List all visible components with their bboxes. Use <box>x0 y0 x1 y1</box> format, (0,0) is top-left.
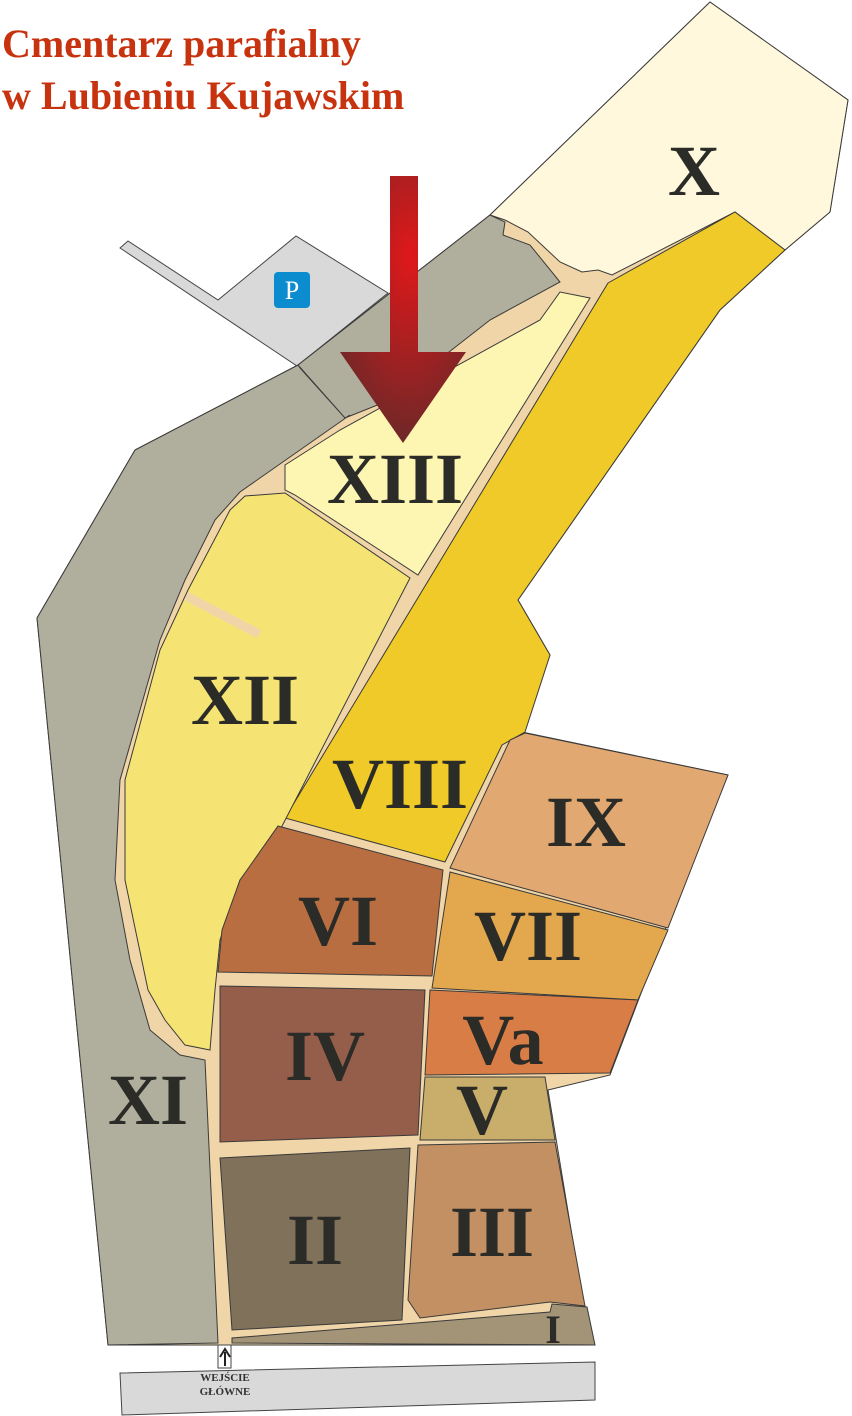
section-VI[interactable] <box>217 825 444 977</box>
road <box>119 1361 596 1416</box>
label-XIII: XIII <box>327 439 463 519</box>
map-title: Cmentarz parafialny w Lubieniu Kujawskim <box>2 18 404 122</box>
label-VII: VII <box>474 896 582 976</box>
section-Va[interactable] <box>424 989 639 1076</box>
label-II: II <box>287 1200 343 1280</box>
path-xii <box>183 592 262 638</box>
section-IV[interactable] <box>219 985 426 1143</box>
label-VIII: VIII <box>332 744 468 824</box>
title-line-2: w Lubieniu Kujawskim <box>2 73 405 118</box>
section-II[interactable] <box>219 1147 411 1331</box>
label-III: III <box>450 1192 534 1272</box>
section-V[interactable] <box>419 1076 556 1141</box>
label-X: X <box>668 131 720 211</box>
location-arrow-icon <box>340 176 466 443</box>
parking-icon <box>274 272 310 308</box>
label-I: I <box>545 1307 561 1352</box>
section-X[interactable] <box>489 1 849 276</box>
label-IV: IV <box>285 1016 365 1096</box>
title-line-1: Cmentarz parafialny <box>2 21 361 66</box>
label-V: V <box>456 1070 508 1150</box>
entrance-label-1: WEJŚCIE <box>200 1372 250 1384</box>
section-IX[interactable] <box>449 732 729 929</box>
label-Va: Va <box>462 1000 543 1080</box>
label-IX: IX <box>546 782 626 862</box>
section-I[interactable] <box>231 1303 596 1346</box>
label-VI: VI <box>298 881 378 961</box>
label-XII: XII <box>191 660 299 740</box>
parking-label: P <box>285 276 299 305</box>
section-III[interactable] <box>407 1141 586 1319</box>
section-XII[interactable] <box>124 492 411 1051</box>
entrance-label-2: GŁÓWNE <box>200 1386 251 1398</box>
entrance-arrow-icon <box>219 1347 231 1366</box>
section-VIII[interactable] <box>284 211 786 863</box>
label-XI: XI <box>108 1060 188 1140</box>
